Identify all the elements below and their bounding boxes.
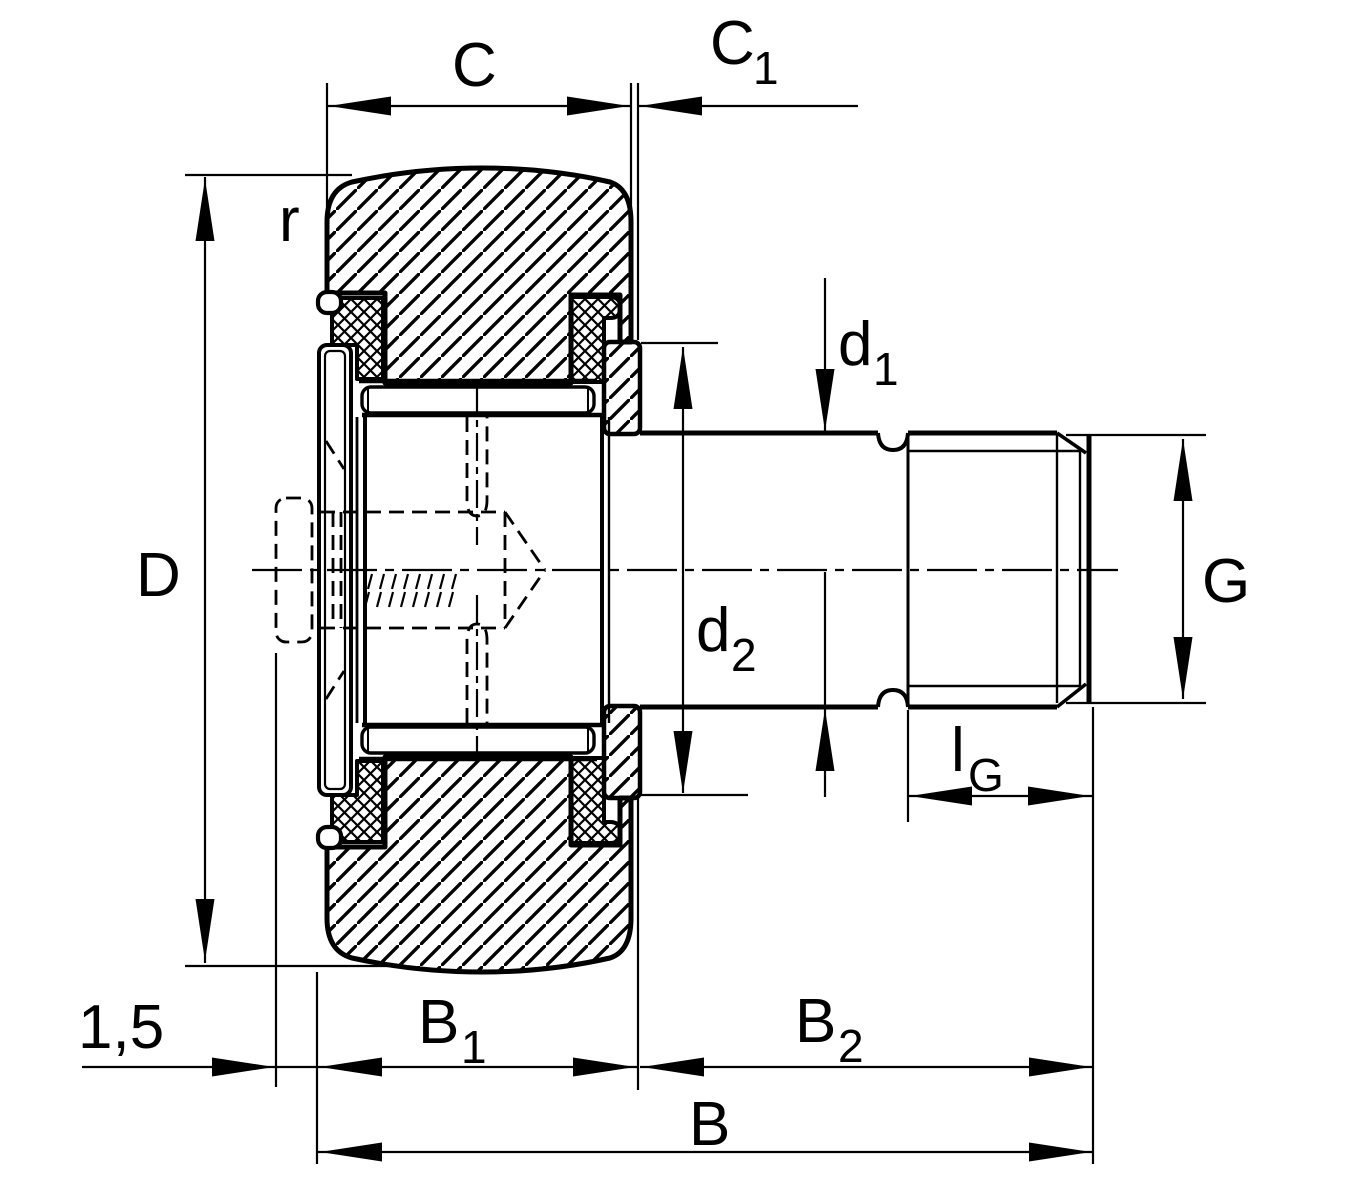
outer-ring xyxy=(324,165,634,975)
dim-label-r: r xyxy=(279,186,300,255)
seal-lip-bottom-left xyxy=(315,824,344,851)
chamfer-bottom xyxy=(1055,682,1088,709)
dimension-labels: C C 1 r D d 1 d 2 G l G 1,5 B 1 B 2 B xyxy=(78,9,1250,1159)
dim-label-C: C xyxy=(452,31,497,100)
chamfer-top xyxy=(1056,431,1087,455)
extension-lines xyxy=(185,83,1206,1164)
hidden-thread-marks xyxy=(363,573,458,608)
arrowheads xyxy=(195,96,1193,1162)
dim-label-B1: B xyxy=(418,988,459,1057)
dim-label-B2: B xyxy=(795,987,836,1056)
dim-label-B1-sub: 1 xyxy=(461,1021,487,1073)
outer-ring-top-section xyxy=(324,165,634,386)
collar-bottom xyxy=(601,703,643,801)
dim-label-lG: l xyxy=(951,716,965,785)
outer-ring-bottom-section xyxy=(324,754,634,975)
seal-lip-top-left xyxy=(315,289,344,316)
hidden-chamfer-bottom xyxy=(324,670,346,700)
seal-top-right xyxy=(569,295,622,384)
hidden-chamfer-top xyxy=(324,440,346,470)
dim-label-G: G xyxy=(1202,547,1250,616)
relief-groove-top xyxy=(876,432,910,453)
stud-shank-thread xyxy=(640,430,1092,710)
seals xyxy=(315,289,622,851)
dim-label-B2-sub: 2 xyxy=(838,1020,864,1072)
seal-bottom-right xyxy=(569,756,622,845)
dim-label-d1: d xyxy=(838,310,872,379)
centerlines xyxy=(252,386,1118,754)
drill-cone-bottom xyxy=(503,569,547,629)
seal-bottom-left xyxy=(330,759,385,844)
stud-collar xyxy=(601,339,643,801)
collar-top xyxy=(601,339,643,437)
dim-label-B: B xyxy=(689,1090,730,1159)
seal-top-left xyxy=(330,296,385,381)
dim-label-d2: d xyxy=(696,596,730,665)
lube-duct-bottom xyxy=(465,622,489,723)
dim-label-C1: C xyxy=(710,9,755,78)
dim-label-lG-sub: G xyxy=(968,749,1004,801)
drill-cone-top xyxy=(503,511,547,571)
dim-label-d2-sub: 2 xyxy=(731,629,757,681)
dim-label-d1-sub: 1 xyxy=(873,343,899,395)
relief-groove-bottom xyxy=(876,687,910,708)
dim-label-D: D xyxy=(136,541,181,610)
dim-label-chamfer: 1,5 xyxy=(78,993,164,1062)
dim-label-C1-sub: 1 xyxy=(753,42,779,94)
